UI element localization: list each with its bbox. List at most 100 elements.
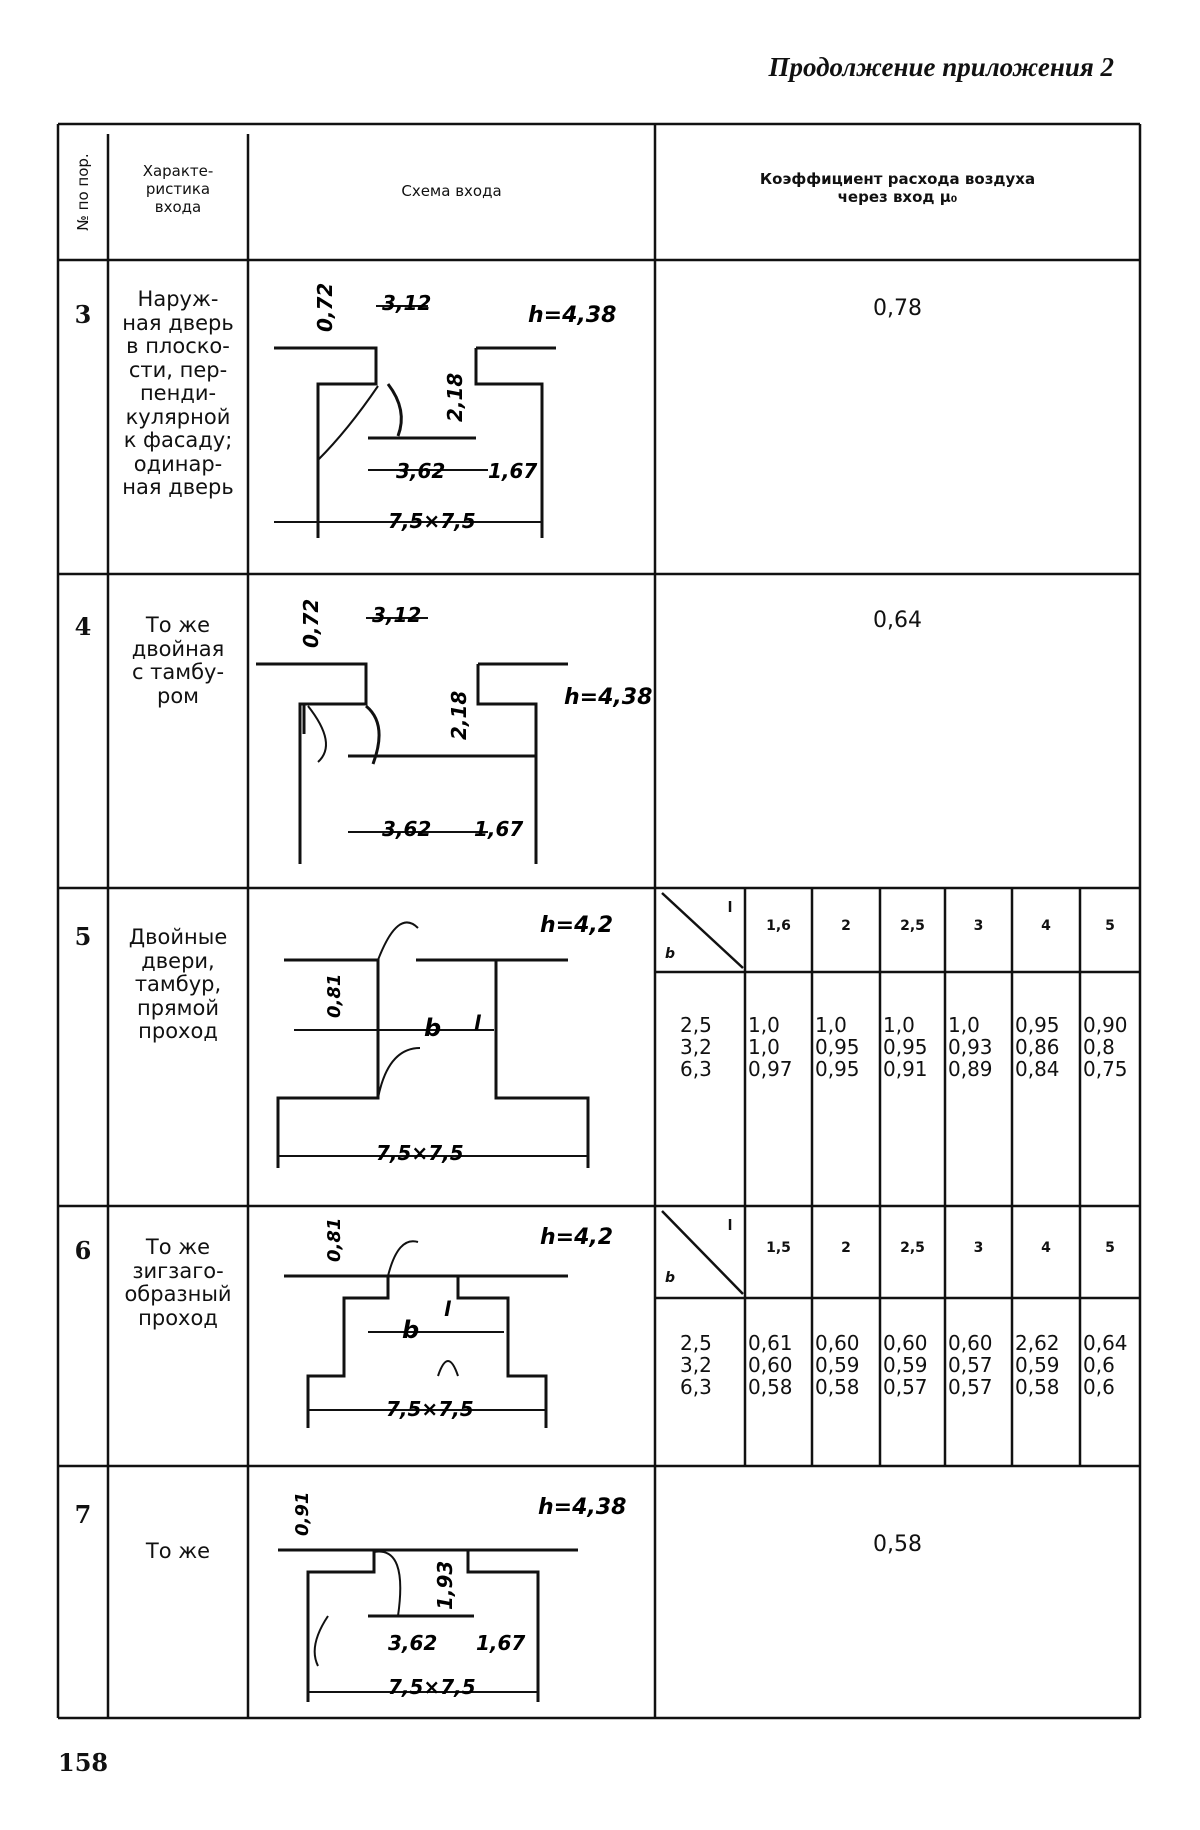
subtable-row: 1,0 1,0 1,0 1,0 0,95 0,90: [748, 1014, 1140, 1036]
dim-h: h=4,38: [528, 303, 616, 328]
subtable-cell: 0,58: [748, 1376, 815, 1398]
subtable-cell: 0,57: [948, 1354, 1015, 1376]
row-characteristic: То же двойная с тамбу- ром: [108, 614, 248, 708]
dim-b: b: [402, 1316, 419, 1344]
subtable-cell: 0,59: [883, 1354, 948, 1376]
subtable-b-values-row-5: 2,5 3,2 6,3: [680, 1014, 740, 1080]
row-number: 6: [58, 1236, 108, 1265]
subtable-cell: 0,59: [1015, 1354, 1083, 1376]
entrance-schema-row-5: 0,81 h=4,2 b l 7,5×7,5: [248, 888, 655, 1206]
header-col-no: № по пор.: [58, 124, 108, 260]
subtable-cell: 0,60: [748, 1354, 815, 1376]
dim-w: 3,12: [372, 603, 421, 627]
subtable-row-header: 3,2: [680, 1354, 740, 1376]
entrance-schema-row-6: 0,81 h=4,2 b l 7,5×7,5: [248, 1206, 655, 1466]
subtable-row: 0,58 0,58 0,57 0,57 0,58 0,6: [748, 1376, 1140, 1398]
subtable-cell: 0,64: [1083, 1332, 1140, 1354]
subtable-cell: 0,93: [948, 1036, 1015, 1058]
row-characteristic: То же: [108, 1540, 248, 1564]
entrance-schema-row-3: 0,72 3,12 h=4,38 2,18 3,62 1,67 7,5×7,5: [248, 260, 655, 574]
subtable-cell: 0,91: [883, 1058, 948, 1080]
dim-b: b: [424, 1014, 441, 1042]
subtable-row-header: 6,3: [680, 1376, 740, 1398]
subtable-row: 0,60 0,59 0,59 0,57 0,59 0,6: [748, 1354, 1140, 1376]
subtable-row-header: 2,5: [680, 1014, 740, 1036]
row-number: 3: [58, 300, 108, 329]
subtable-cell: 0,57: [883, 1376, 948, 1398]
subtable-cell: 0,6: [1083, 1376, 1140, 1398]
dim-a: 0,81: [324, 1218, 345, 1262]
subtable-row: 1,0 0,95 0,95 0,93 0,86 0,8: [748, 1036, 1140, 1058]
subtable-col-header: 2: [812, 1240, 880, 1256]
subtable-cell: 0,95: [1015, 1014, 1083, 1036]
subtable-cell: 0,6: [1083, 1354, 1140, 1376]
dim-room: 7,5×7,5: [388, 509, 476, 533]
dim-a: 0,72: [299, 599, 323, 648]
dim-d2: 1,67: [474, 817, 523, 841]
subtable-cell: 0,95: [815, 1058, 883, 1080]
subtable-cell: 0,8: [1083, 1036, 1140, 1058]
header-col-characteristic: Характе- ристика входа: [108, 162, 248, 216]
row-coefficient: 0,58: [655, 1532, 1140, 1557]
dim-w: 3,12: [382, 291, 431, 315]
dim-l: l: [444, 1297, 452, 1321]
subtable-l-header-row-5: 1,6 2 2,5 3 4 5: [745, 918, 1140, 948]
row-number: 4: [58, 612, 108, 641]
subtable-row: 0,97 0,95 0,91 0,89 0,84 0,75: [748, 1058, 1140, 1080]
dim-h: h=4,2: [540, 1225, 613, 1250]
dim-a: 0,91: [292, 1492, 313, 1536]
subtable-cell: 1,0: [748, 1036, 815, 1058]
dim-room: 7,5×7,5: [386, 1397, 474, 1421]
subtable-cell: 0,58: [815, 1376, 883, 1398]
dim-v: 1,93: [433, 1561, 457, 1610]
subtable-cell: 1,0: [883, 1014, 948, 1036]
subtable-col-header: 2: [812, 918, 880, 934]
subtable-col-header: 1,5: [745, 1240, 812, 1256]
subtable-cell: 1,0: [815, 1014, 883, 1036]
subtable-col-header: 1,6: [745, 918, 812, 934]
subtable-cell: 0,60: [883, 1332, 948, 1354]
subtable-cell: 0,75: [1083, 1058, 1140, 1080]
subtable-cell: 0,60: [948, 1332, 1015, 1354]
dim-room: 7,5×7,5: [376, 1141, 464, 1165]
subtable-cell: 1,0: [948, 1014, 1015, 1036]
row-characteristic: То же зигзаго- образный проход: [108, 1236, 248, 1330]
header-col-schema: Схема входа: [248, 182, 655, 200]
subtable-cell: 0,97: [748, 1058, 815, 1080]
subtable-cells-row-6: 0,61 0,60 0,60 0,60 2,62 0,64 0,60 0,59 …: [748, 1332, 1140, 1398]
subtable-col-header: 5: [1080, 1240, 1140, 1256]
subtable-col-header: 4: [1012, 1240, 1080, 1256]
subtable-cell: 2,62: [1015, 1332, 1083, 1354]
subtable-cell: 0,84: [1015, 1058, 1083, 1080]
subtable-cell: 0,95: [815, 1036, 883, 1058]
dim-h: h=4,38: [538, 1495, 626, 1520]
row-number: 7: [58, 1500, 108, 1529]
subtable-col-header: 4: [1012, 918, 1080, 934]
subtable-cells-row-5: 1,0 1,0 1,0 1,0 0,95 0,90 1,0 0,95 0,95 …: [748, 1014, 1140, 1080]
dim-d2: 1,67: [488, 459, 537, 483]
dim-d1: 3,62: [388, 1631, 437, 1655]
subtable-corner-b: b: [660, 1270, 680, 1286]
dim-room: 7,5×7,5: [388, 1675, 476, 1699]
subtable-col-header: 3: [945, 1240, 1012, 1256]
subtable-cell: 0,95: [883, 1036, 948, 1058]
row-coefficient: 0,64: [655, 608, 1140, 633]
dim-v: 2,18: [443, 373, 467, 422]
row-characteristic: Наруж- ная дверь в плоско- сти, пер- пен…: [108, 288, 248, 500]
subtable-row-header: 2,5: [680, 1332, 740, 1354]
subtable-cell: 1,0: [748, 1014, 815, 1036]
subtable-corner-l: l: [720, 1218, 740, 1234]
dim-d2: 1,67: [476, 1631, 525, 1655]
row-number: 5: [58, 922, 108, 951]
subtable-cell: 0,59: [815, 1354, 883, 1376]
subtable-row: 0,61 0,60 0,60 0,60 2,62 0,64: [748, 1332, 1140, 1354]
dim-h: h=4,38: [564, 685, 652, 710]
subtable-cell: 0,57: [948, 1376, 1015, 1398]
dim-a: 0,72: [313, 283, 337, 332]
subtable-corner-b: b: [660, 946, 680, 962]
subtable-col-header: 2,5: [880, 918, 945, 934]
subtable-col-header: 5: [1080, 918, 1140, 934]
subtable-cell: 0,90: [1083, 1014, 1140, 1036]
subtable-row-header: 3,2: [680, 1036, 740, 1058]
dim-l: l: [474, 1011, 482, 1035]
